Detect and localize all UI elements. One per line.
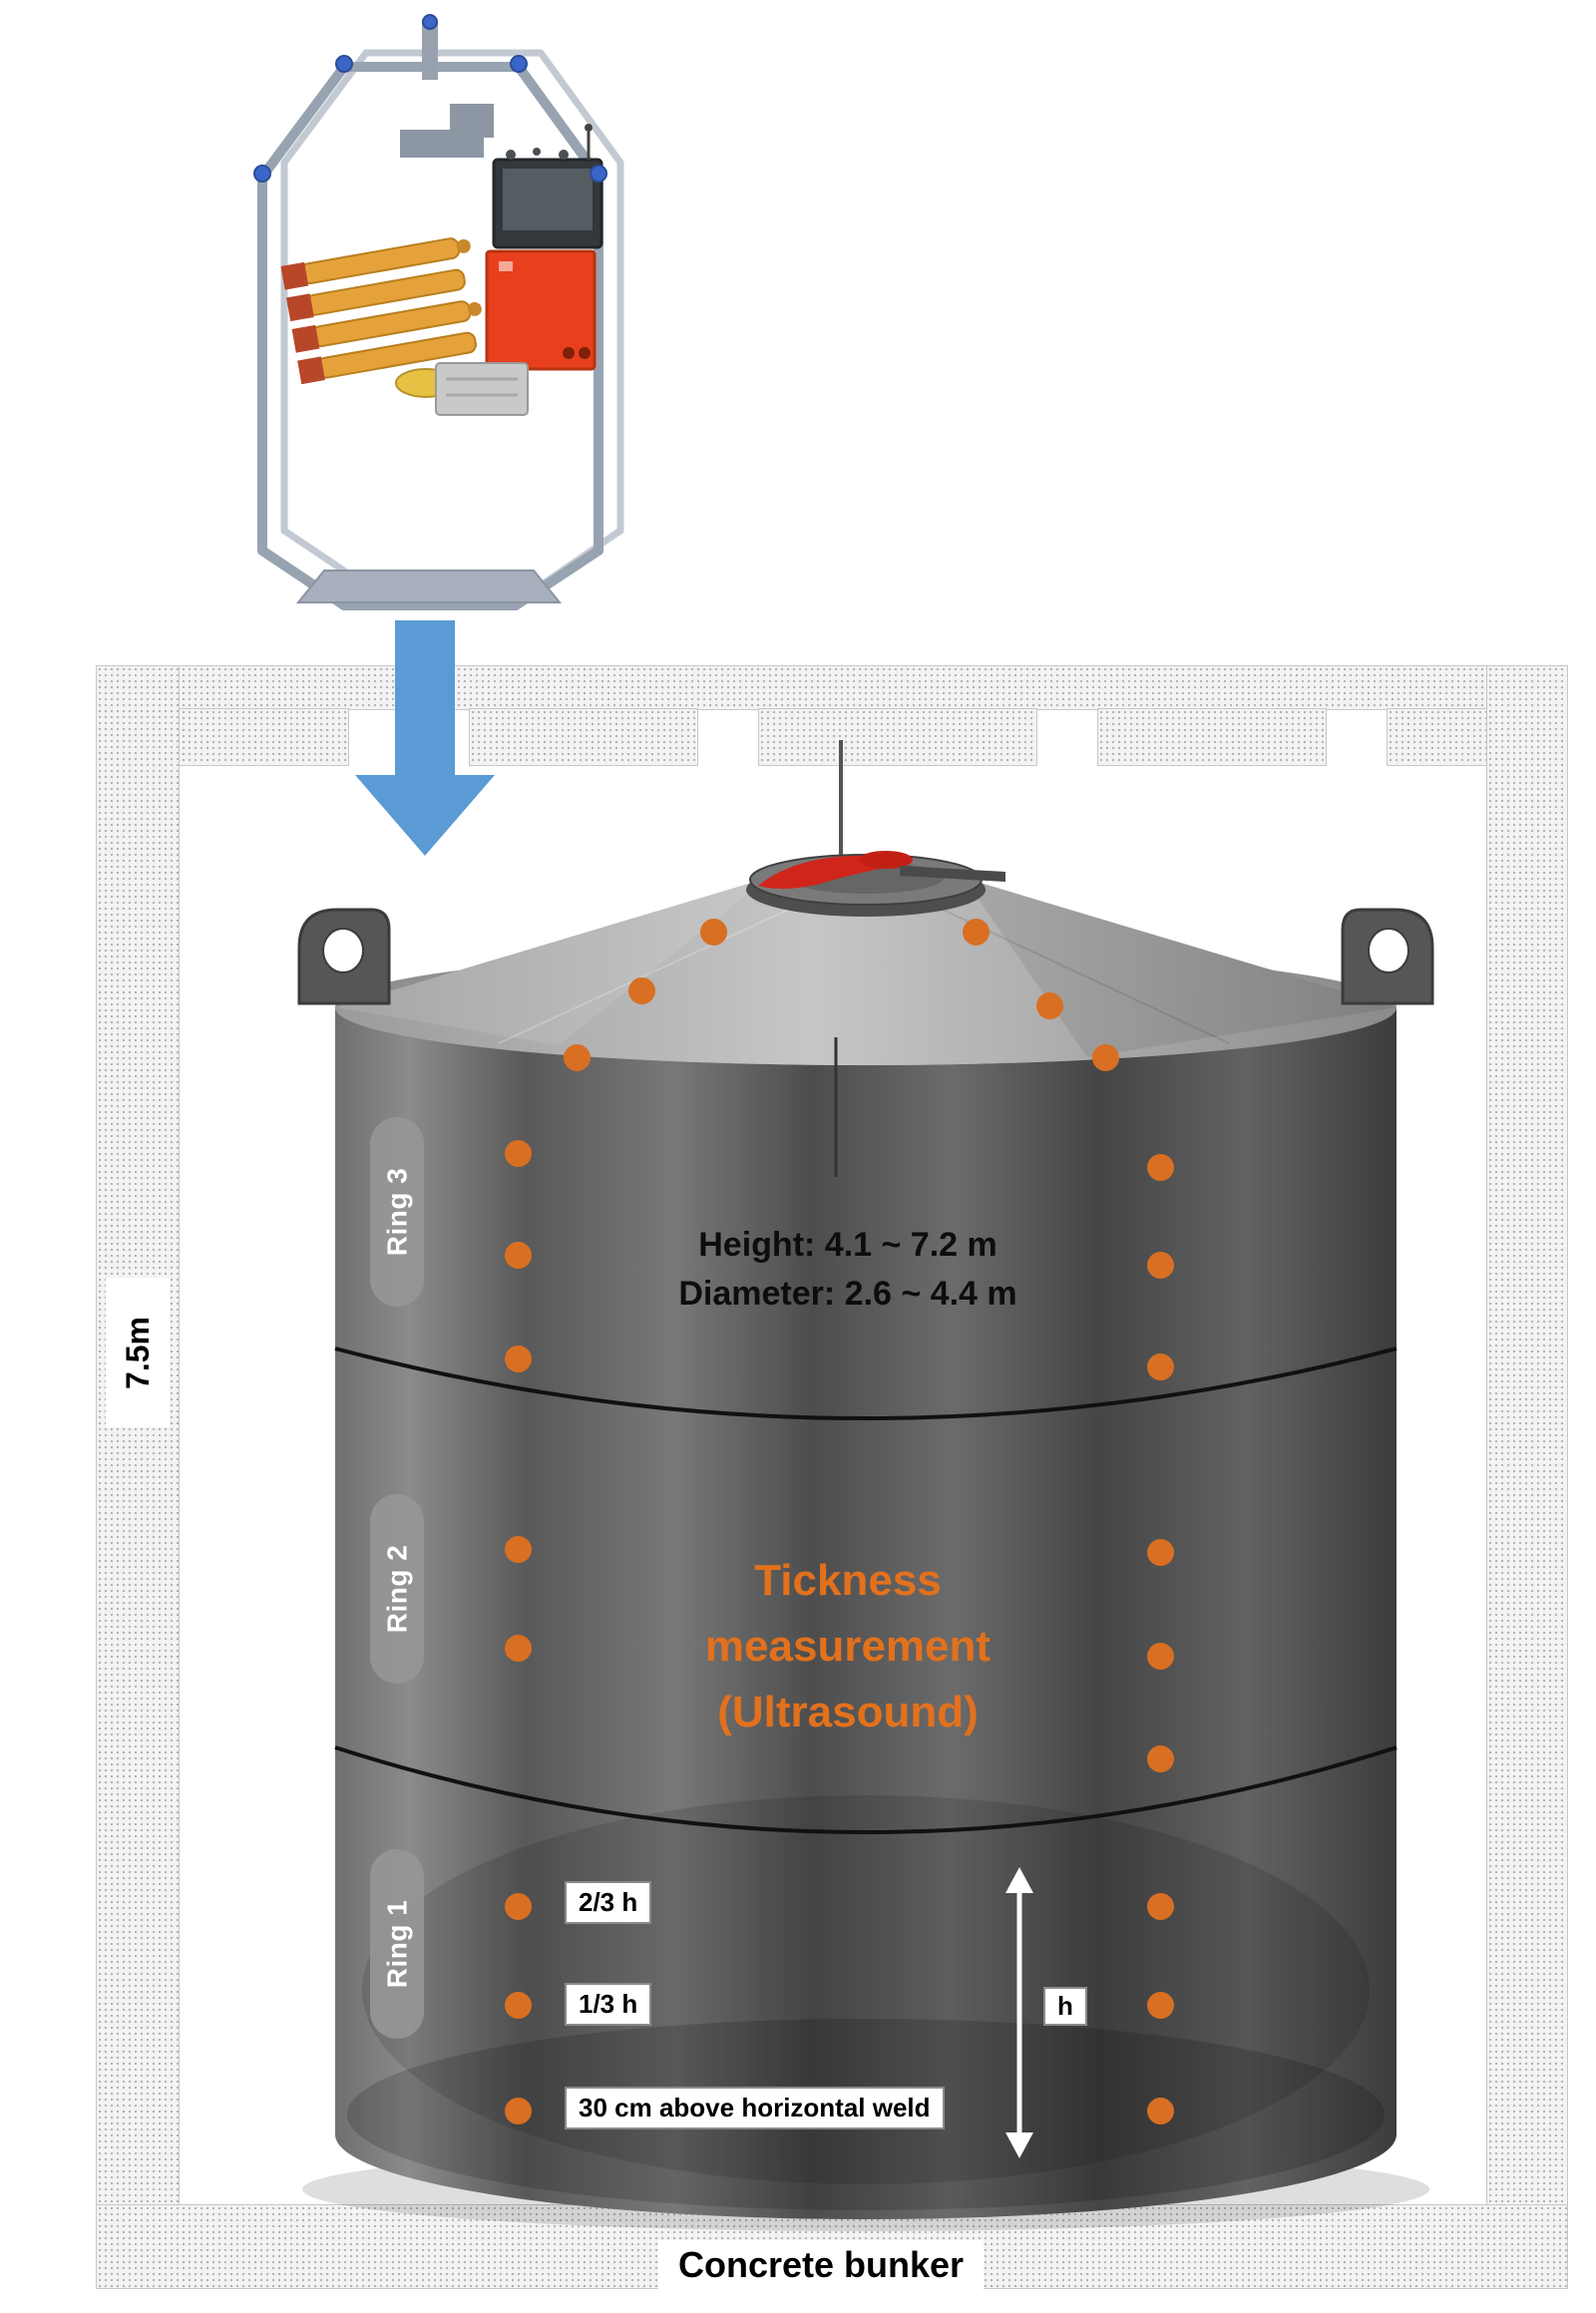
ring-2-label-pill: Ring 2 xyxy=(370,1494,424,1684)
ring-2-label: Ring 2 xyxy=(381,1544,412,1634)
bunker-top-tooth xyxy=(1097,708,1327,766)
dome-facet-shade xyxy=(335,878,768,1045)
deploy-arrow xyxy=(355,620,495,856)
robot-top-bracket2 xyxy=(450,104,494,138)
tank-dome xyxy=(335,870,1396,1065)
dome-facet-shade xyxy=(964,878,1396,1057)
red-valve-knob xyxy=(859,851,913,869)
ring-3-label: Ring 3 xyxy=(381,1167,412,1257)
weld-note-label: 30 cm above horizontal weld xyxy=(565,2087,945,2129)
h-variable-label: h xyxy=(1043,1987,1087,2026)
thickness-measurement-caption: Tickness measurement (Ultrasound) xyxy=(499,1548,1197,1745)
tank-diameter-label: Diameter: 2.6 ~ 4.4 m xyxy=(678,1275,1017,1314)
bunker-left-wall xyxy=(96,665,180,2289)
tank-height-label: Height: 4.1 ~ 7.2 m xyxy=(698,1226,998,1264)
concrete-bunker-label: Concrete bunker xyxy=(658,2240,985,2290)
weld-line-1 xyxy=(334,1347,1397,1420)
bunker-top-tooth xyxy=(758,708,1037,766)
tank-dimensions: Height: 4.1 ~ 7.2 m Diameter: 2.6 ~ 4.4 … xyxy=(499,1221,1197,1320)
robot-gray-box xyxy=(435,362,529,416)
inspection-robot-figure xyxy=(253,14,624,610)
robot-monitor-screen xyxy=(503,169,593,230)
ring-3-label-pill: Ring 3 xyxy=(370,1117,424,1307)
lifting-lug-right-hole xyxy=(1368,928,1409,973)
robot-red-box xyxy=(485,249,597,371)
thickness-caption-line2: measurement xyxy=(704,1622,992,1671)
two-thirds-h-label: 2/3 h xyxy=(565,1881,652,1924)
robot-base-plate xyxy=(295,570,563,603)
robot-arm-stack xyxy=(280,237,482,385)
weld-line-2 xyxy=(334,1745,1397,1834)
height-arrow xyxy=(1005,1867,1033,2158)
robot-blue-knobs xyxy=(253,14,607,183)
bunker-height-label-box: 7.5m xyxy=(106,1278,170,1427)
thickness-caption-line1: Tickness xyxy=(754,1556,942,1605)
lifting-lug-left-hole xyxy=(322,928,364,973)
one-third-h-label: 1/3 h xyxy=(565,1983,652,2026)
robot-mast xyxy=(422,20,438,80)
lid-lever xyxy=(900,866,1005,882)
bunker-right-wall xyxy=(1486,665,1568,2289)
bunker-top-tooth xyxy=(469,708,698,766)
thickness-caption-line3: (Ultrasound) xyxy=(717,1688,979,1736)
bunker-top-strip xyxy=(96,665,1568,710)
ring-1-label-pill: Ring 1 xyxy=(370,1849,424,2039)
ring-1-label: Ring 1 xyxy=(381,1899,412,1989)
